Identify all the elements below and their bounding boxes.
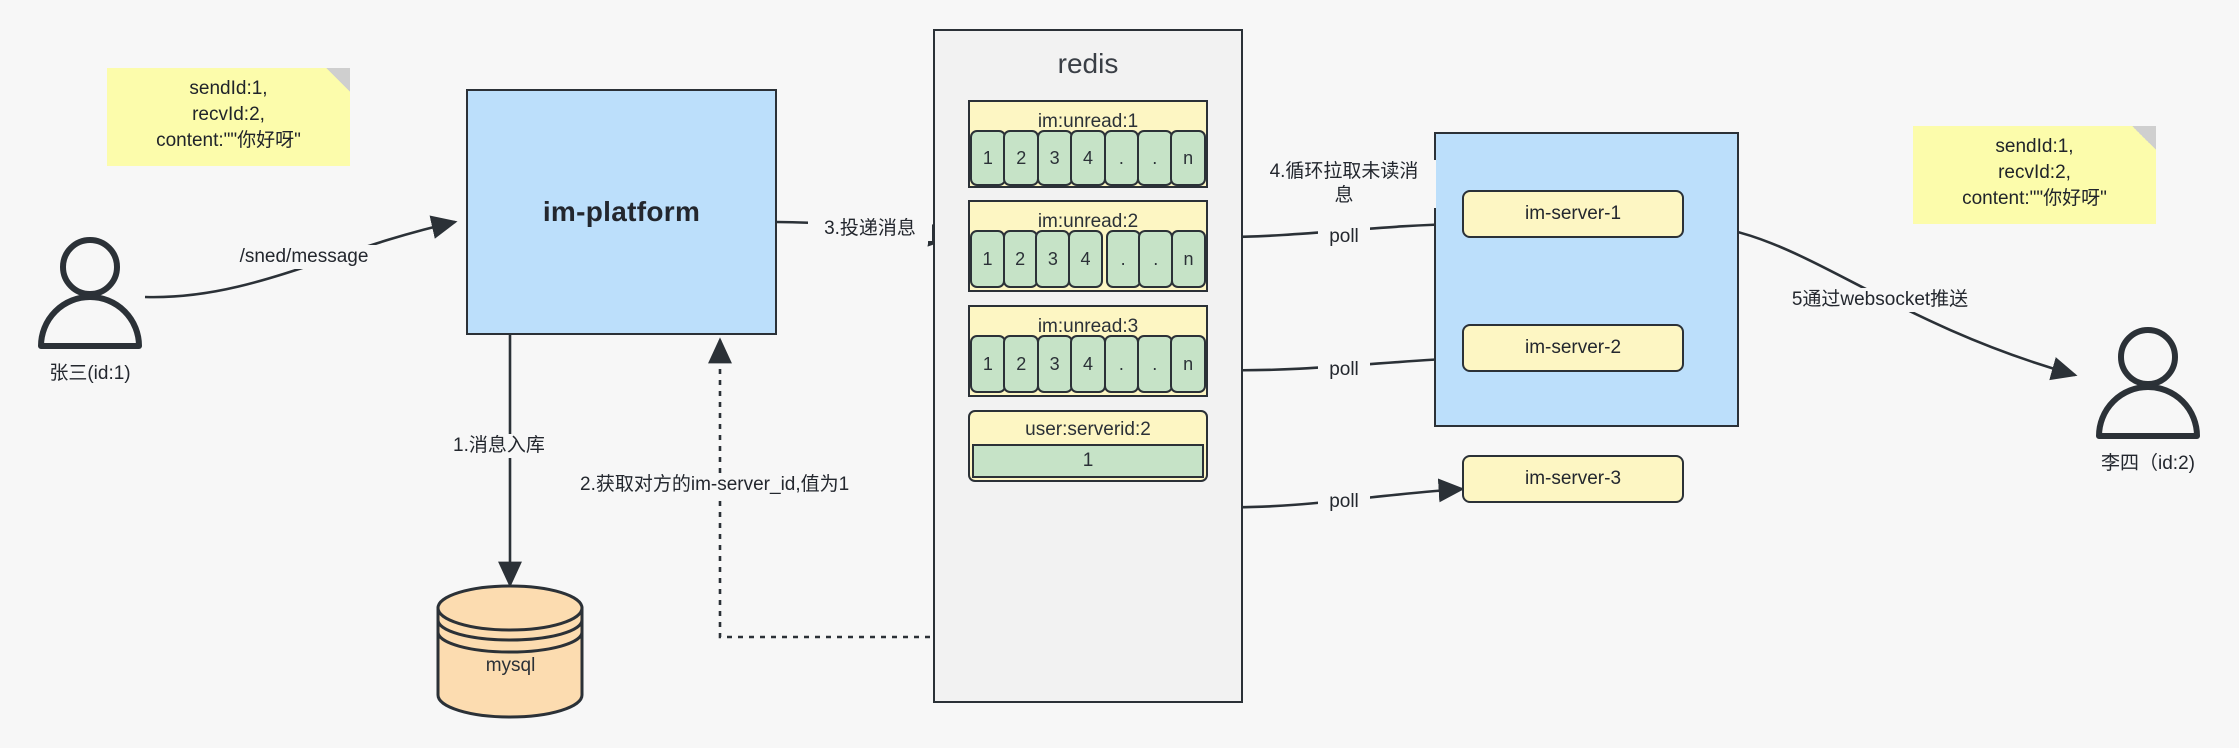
edge-label-step5: 5通过websocket推送	[1748, 288, 2012, 312]
queue-cell: .	[1138, 230, 1174, 288]
queue-cell: 3	[1036, 130, 1073, 186]
queue-cell: .	[1103, 130, 1140, 186]
node-im-server-3-label: im-server-3	[1524, 468, 1622, 489]
queue-cell: 4	[1067, 230, 1104, 288]
note-left-message: sendId:1, recvId:2, content:""你好呀"	[107, 68, 350, 166]
queue-cell: 2	[1003, 335, 1040, 393]
redis-entry-value: 1	[972, 444, 1204, 478]
node-im-platform[interactable]: im-platform	[466, 89, 777, 335]
edge-label-poll-3: poll	[1318, 490, 1370, 514]
edge-label-poll-1: poll	[1318, 225, 1370, 249]
user-icon	[38, 237, 142, 349]
redis-queue-1-key: im:unread:1	[1037, 111, 1139, 132]
node-im-server-1[interactable]: im-server-1	[1462, 190, 1684, 238]
actor-sender	[30, 235, 150, 358]
note-right-text: sendId:1, recvId:2, content:""你好呀"	[1962, 136, 2107, 209]
queue-cell: 4	[1070, 335, 1106, 393]
note-fold-icon	[2132, 126, 2156, 150]
queue-cell: .	[1105, 230, 1141, 288]
edge-label-step4: 4.循环拉取未读消 息	[1252, 160, 1436, 208]
redis-queue-2-key: im:unread:2	[1037, 211, 1139, 232]
container-im-server-cluster	[1434, 132, 1739, 427]
node-mysql[interactable]	[428, 580, 593, 730]
queue-cell: n	[1170, 230, 1206, 288]
redis-entry-user-serverid[interactable]: user:serverid:2 1	[968, 410, 1208, 482]
queue-cell: n	[1170, 335, 1207, 393]
note-left-text: sendId:1, recvId:2, content:""你好呀"	[156, 78, 301, 151]
redis-queue-3-cells: 1 2 3 4 . . n	[970, 335, 1207, 393]
edge-label-step3: 3.投递消息	[808, 217, 932, 241]
queue-cell: 1	[970, 230, 1006, 288]
redis-queue-1-cells: 1 2 3 4 . . n	[970, 130, 1207, 186]
redis-entry-key: user:serverid:2	[1025, 419, 1151, 440]
node-im-server-2[interactable]: im-server-2	[1462, 324, 1684, 372]
redis-queue-2-cells: 1 2 3 4 . . n	[970, 230, 1206, 288]
actor-receiver	[2088, 325, 2208, 448]
queue-cell: .	[1136, 130, 1173, 186]
actor-sender-label: 张三(id:1)	[49, 363, 131, 384]
queue-cell: .	[1136, 335, 1173, 393]
redis-queue-1[interactable]: im:unread:1 1 2 3 4 . . n	[968, 100, 1208, 188]
queue-cell: 1	[970, 130, 1006, 186]
note-right-message: sendId:1, recvId:2, content:""你好呀"	[1913, 126, 2156, 224]
queue-cell: 3	[1035, 230, 1071, 288]
node-im-server-3[interactable]: im-server-3	[1462, 455, 1684, 503]
queue-cell: 4	[1070, 130, 1106, 186]
redis-queue-3[interactable]: im:unread:3 1 2 3 4 . . n	[968, 305, 1208, 397]
queue-cell: 2	[1002, 230, 1038, 288]
edge-label-step2: 2.获取对方的im-server_id,值为1	[578, 473, 882, 497]
queue-cell: 1	[970, 335, 1006, 393]
container-redis-label: redis	[1057, 48, 1119, 79]
redis-queue-3-key: im:unread:3	[1037, 316, 1139, 337]
node-mysql-label: mysql	[485, 655, 536, 676]
edge-label-step1: 1.消息入库	[451, 434, 585, 458]
node-im-server-2-label: im-server-2	[1524, 337, 1622, 358]
database-cylinder-icon	[436, 584, 584, 719]
edge-label-poll-2: poll	[1318, 358, 1370, 382]
note-fold-icon	[326, 68, 350, 92]
actor-receiver-label: 李四（id:2)	[2101, 453, 2195, 474]
edge-label-send-message: /sned/message	[227, 245, 381, 269]
queue-cell: 3	[1036, 335, 1073, 393]
redis-queue-2[interactable]: im:unread:2 1 2 3 4 . . n	[968, 200, 1208, 292]
queue-cell: 2	[1003, 130, 1040, 186]
node-im-server-1-label: im-server-1	[1524, 203, 1622, 224]
node-im-platform-label: im-platform	[542, 196, 701, 227]
queue-cell: .	[1103, 335, 1140, 393]
user-icon	[2096, 327, 2200, 439]
queue-cell: n	[1170, 130, 1207, 186]
